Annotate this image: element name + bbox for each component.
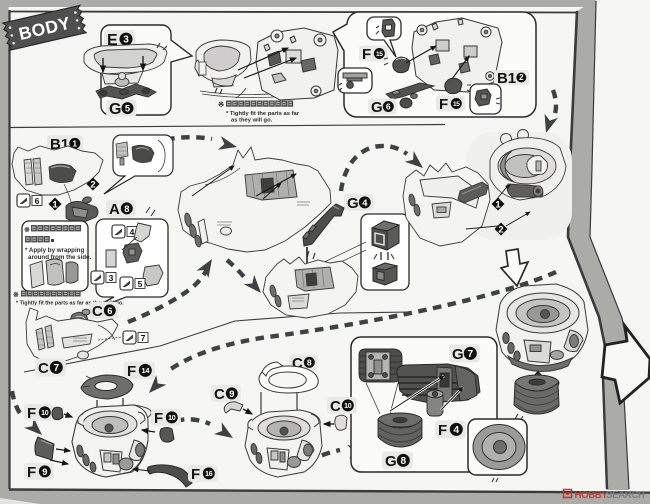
svg-text:F: F: [438, 422, 447, 439]
svg-text:C: C: [92, 303, 103, 320]
svg-text:G: G: [452, 346, 464, 363]
svg-text:1: 1: [52, 199, 58, 210]
svg-text:15: 15: [376, 51, 383, 58]
svg-text:B: B: [50, 136, 61, 153]
svg-text:G: G: [109, 101, 121, 118]
svg-text:15: 15: [453, 101, 460, 108]
svg-text:10: 10: [344, 402, 352, 410]
svg-text:9: 9: [229, 389, 234, 399]
svg-text:7: 7: [141, 333, 146, 343]
svg-text:8: 8: [400, 456, 406, 467]
svg-text:* Tightly fit the parts as far: * Tightly fit the parts as far: [226, 111, 300, 117]
svg-text:7: 7: [467, 349, 473, 360]
svg-text:9: 9: [42, 467, 47, 477]
svg-text:2: 2: [90, 179, 95, 190]
svg-text:10: 10: [168, 414, 176, 422]
svg-text:7: 7: [53, 363, 59, 374]
svg-text:F: F: [27, 464, 36, 481]
svg-text:※: ※: [13, 291, 19, 299]
svg-text:C: C: [292, 355, 303, 372]
svg-text:* Tightly fit the parts as far: * Tightly fit the parts as far as they w…: [16, 301, 124, 307]
svg-text:G: G: [385, 453, 397, 470]
svg-text:6: 6: [386, 102, 391, 112]
svg-text:1: 1: [495, 199, 501, 210]
svg-text:F: F: [127, 363, 136, 380]
svg-text:1: 1: [72, 139, 77, 149]
svg-text:4: 4: [130, 227, 135, 237]
svg-text:F: F: [439, 96, 448, 113]
svg-text:E: E: [107, 32, 118, 49]
svg-text:as they will go.: as they will go.: [231, 118, 273, 124]
svg-text:※: ※: [24, 226, 30, 234]
svg-text:SEARCH: SEARCH: [606, 490, 645, 501]
svg-text:10: 10: [41, 409, 49, 417]
svg-text:※: ※: [218, 100, 225, 109]
svg-text:B: B: [497, 70, 508, 87]
svg-text:5: 5: [125, 103, 130, 113]
svg-text:G: G: [371, 99, 383, 116]
svg-text:6: 6: [35, 196, 40, 206]
svg-text:5: 5: [138, 279, 143, 289]
svg-text:C: C: [214, 386, 225, 403]
svg-text:C: C: [330, 398, 341, 415]
svg-text:F: F: [191, 466, 200, 483]
svg-text:3: 3: [123, 35, 129, 46]
svg-text:6: 6: [107, 306, 112, 316]
svg-text:2: 2: [498, 224, 503, 235]
svg-text:2: 2: [519, 73, 524, 82]
svg-text:* Apply by wrapping: * Apply by wrapping: [25, 247, 84, 254]
svg-text:1: 1: [61, 136, 69, 153]
svg-text:A: A: [109, 201, 120, 218]
svg-text:14: 14: [141, 366, 150, 375]
svg-text:HOBBY: HOBBY: [575, 490, 609, 501]
svg-text:F: F: [27, 405, 36, 422]
svg-text:8: 8: [124, 204, 129, 214]
svg-text:F: F: [154, 410, 163, 427]
svg-text:C: C: [38, 360, 49, 377]
svg-text:1: 1: [508, 70, 516, 87]
svg-text:4: 4: [362, 198, 368, 208]
svg-text:3: 3: [109, 273, 114, 283]
svg-text:8: 8: [307, 358, 312, 368]
svg-text:around from the side.: around from the side.: [28, 254, 92, 261]
svg-text:G: G: [347, 195, 359, 212]
svg-text:4: 4: [453, 425, 459, 436]
svg-text:16: 16: [205, 470, 213, 478]
svg-text:F: F: [362, 46, 371, 63]
